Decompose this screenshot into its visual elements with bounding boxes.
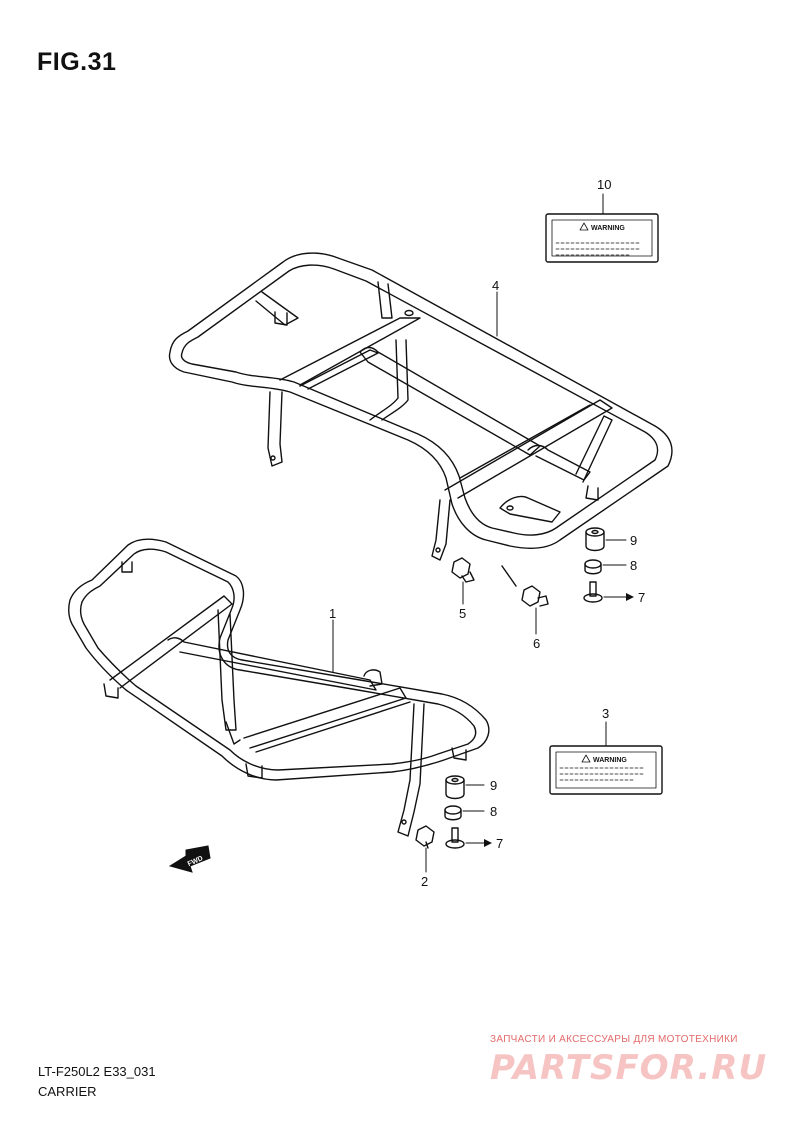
warning-label-10-text: WARNING [591, 225, 625, 232]
bolt-5-icon [451, 557, 475, 583]
callout-8-lower: 8 [490, 804, 497, 819]
callout-1: 1 [329, 606, 336, 621]
watermark-tagline: ЗАПЧАСТИ И АКСЕССУАРЫ ДЛЯ МОТОТЕХНИКИ [490, 1034, 738, 1045]
bolt-6-icon [501, 565, 549, 607]
callout-7-upper: 7 [638, 590, 645, 605]
bolt-2-icon [415, 825, 435, 849]
warning-label-10 [545, 213, 659, 263]
callout-10: 10 [597, 177, 611, 192]
screw-7-lower-icon [445, 827, 465, 849]
cushion-9-upper-icon [585, 527, 605, 552]
callout-2: 2 [421, 874, 428, 889]
warning-label-3 [549, 745, 663, 795]
collar-8-lower-icon [444, 805, 462, 821]
section-name: CARRIER [38, 1084, 97, 1099]
callout-9-lower: 9 [490, 778, 497, 793]
callout-8-upper: 8 [630, 558, 637, 573]
figure-title: FIG.31 [37, 48, 117, 76]
model-code: LT-F250L2 E33_031 [38, 1064, 156, 1079]
watermark-logo: PARTSFOR.RU [490, 1048, 768, 1088]
leader-lines [332, 193, 627, 873]
cushion-9-lower-icon [445, 775, 465, 800]
callout-7-lower: 7 [496, 836, 503, 851]
warning-label-3-text: WARNING [593, 757, 627, 764]
callout-4: 4 [492, 278, 499, 293]
forward-arrow-icon: FWD [168, 845, 211, 873]
rear-carrier [168, 252, 673, 561]
screw-7-upper-icon [583, 581, 603, 603]
collar-8-upper-icon [584, 559, 602, 575]
callout-6: 6 [533, 636, 540, 651]
callout-5: 5 [459, 606, 466, 621]
callout-9-upper: 9 [630, 533, 637, 548]
callout-3: 3 [602, 706, 609, 721]
front-carrier [67, 538, 490, 837]
